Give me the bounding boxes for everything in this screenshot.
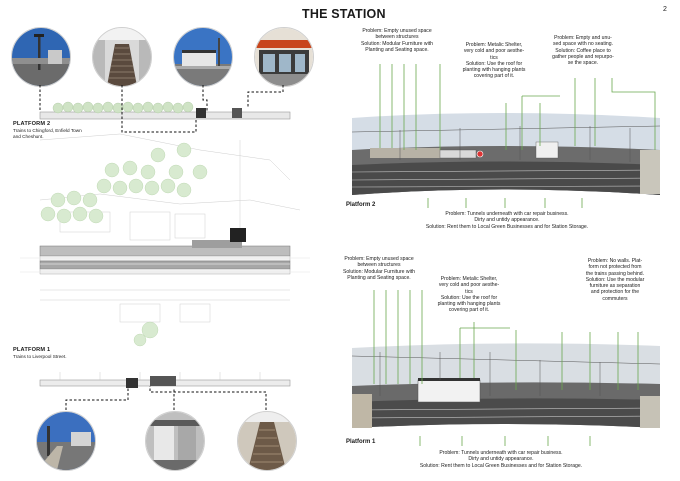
note-line: Solution: Modular Furniture with xyxy=(361,40,433,47)
note-line: furniture as separation xyxy=(589,283,641,290)
note-line: very cold and poor aesthe- xyxy=(438,282,500,289)
note-line: Planting and Seating space. xyxy=(365,46,429,53)
platform2-panorama-label: Platform 2 xyxy=(346,202,376,208)
note-line: planting with hanging plants xyxy=(437,301,501,308)
note-line: commuters xyxy=(602,295,628,302)
note-line: Solution: Rent them to Local Green Busin… xyxy=(425,223,589,230)
p2-note-unused-space: Problem: Empty unused space between stru… xyxy=(351,28,443,53)
platform2-panorama xyxy=(351,113,661,195)
note-line: form not protected from xyxy=(588,264,642,271)
note-line: Problem: Metalic Shelter, xyxy=(465,42,523,48)
photo-platform-shelter xyxy=(173,27,233,87)
platform2-subtitle-line1: Trains to Chingford, Enfield Town xyxy=(13,128,82,133)
platform2-subtitle-line2: and Cheshunt. xyxy=(13,134,44,139)
note-line: Planting and Seating space. xyxy=(347,274,411,281)
platform2-title: PLATFORM 2 xyxy=(13,121,51,127)
note-line: planting with hanging plants xyxy=(462,67,526,74)
p1-note-unused-space: Problem: Empty unused space between stru… xyxy=(326,256,432,281)
photo-stairs-up xyxy=(92,27,152,87)
note-line: Dirty and untidy appearance. xyxy=(468,456,534,463)
note-line: Solution: Coffee place to xyxy=(555,47,611,54)
photo-platform1-shelter xyxy=(145,411,205,471)
photo-stairs-down xyxy=(237,411,297,471)
p2-note-tunnels: Problem: Tunnels underneath with car rep… xyxy=(382,211,632,230)
note-line: covering part of it. xyxy=(448,307,490,314)
note-line: Dirty and untidy appearance. xyxy=(474,217,540,224)
p1-note-tunnels: Problem: Tunnels underneath with car rep… xyxy=(376,450,626,469)
note-line: Solution: Rent them to Local Green Busin… xyxy=(419,462,583,469)
p1-note-shelter: Problem: Metalic Shelter, very cold and … xyxy=(426,276,512,314)
note-line: between structures xyxy=(375,34,419,41)
note-line: tics xyxy=(490,54,498,61)
note-line: se the space. xyxy=(567,60,599,67)
note-line: covering part of it. xyxy=(473,73,515,80)
note-line: sed space with no seating. xyxy=(552,41,614,48)
note-line: Solution: Modular Furniture with xyxy=(343,268,415,275)
note-line: Problem: Tunnels underneath with car rep… xyxy=(445,211,569,217)
p1-note-no-walls: Problem: No walls. Plat- form not protec… xyxy=(572,258,658,302)
platform1-panorama xyxy=(351,343,661,428)
note-line: and protection for the xyxy=(590,289,640,296)
p2-note-no-seating: Problem: Empty and unu- sed space with n… xyxy=(542,35,624,66)
note-line: Solution: Use the roof for xyxy=(440,294,498,301)
note-line: Solution: Use the modular xyxy=(585,276,645,283)
note-line: Problem: Empty unused space xyxy=(362,28,432,34)
note-line: Problem: Metalic Shelter, xyxy=(440,276,498,282)
page-number: 2 xyxy=(663,6,667,13)
platform1-panorama-label: Platform 1 xyxy=(346,439,376,445)
photo-platform1-view xyxy=(36,411,96,471)
photo-platform-lamp xyxy=(11,27,71,87)
p2-note-shelter: Problem: Metalic Shelter, very cold and … xyxy=(454,42,534,80)
note-line: between structures xyxy=(357,262,401,269)
note-line: Solution: Use the roof for xyxy=(465,60,523,67)
note-line: Problem: Empty unused space xyxy=(344,256,414,262)
note-line: Problem: No walls. Plat- xyxy=(587,258,643,264)
platform1-title: PLATFORM 1 xyxy=(13,347,51,353)
note-line: the trains passing behind. xyxy=(585,270,645,277)
photo-station-entrance xyxy=(254,27,314,87)
note-line: tics xyxy=(465,288,473,295)
note-line: Problem: Tunnels underneath with car rep… xyxy=(439,450,563,456)
note-line: Problem: Empty and unu- xyxy=(554,35,612,41)
note-line: very cold and poor aesthe- xyxy=(463,48,525,55)
page-title: THE STATION xyxy=(302,7,386,21)
platform1-subtitle-line1: Trains to Liverpool Street. xyxy=(13,354,67,359)
note-line: gather people and repurpo- xyxy=(552,53,614,60)
